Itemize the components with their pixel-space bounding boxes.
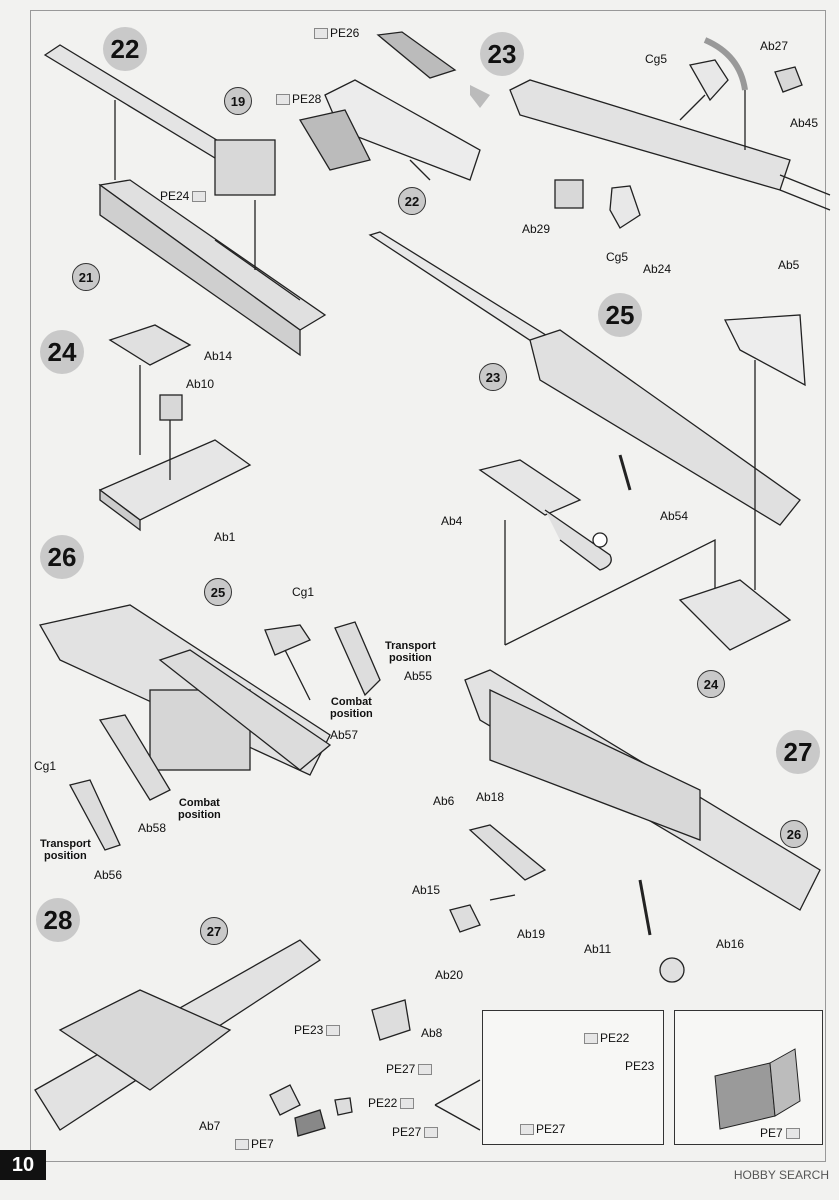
step-number-26: 26 (40, 535, 84, 579)
step-number-22: 22 (103, 27, 147, 71)
photo-etch-icon (192, 191, 207, 203)
watermark: HOBBY SEARCH (733, 1168, 829, 1182)
part-label: PE24 (160, 189, 208, 203)
part-label-text: PE24 (160, 189, 190, 203)
part-label: Cg1 (292, 585, 315, 599)
step22-pe-drawing (298, 31, 481, 181)
part-label: Ab6 (433, 794, 455, 808)
part-label: PE27 (386, 1062, 434, 1076)
photo-etch-icon (235, 1139, 249, 1151)
part-label: Cg5 (606, 250, 629, 264)
part-label: PE7 (235, 1137, 274, 1151)
part-label: Ab19 (517, 927, 546, 941)
part-label: Ab10 (186, 377, 215, 391)
ref-19: 19 (224, 87, 252, 115)
part-label: PE22 (584, 1031, 629, 1045)
photo-etch-icon (326, 1025, 341, 1037)
part-label: PE28 (276, 92, 321, 106)
part-label: Ab18 (476, 790, 505, 804)
ref-24: 24 (697, 670, 725, 698)
part-label: PE27 (520, 1122, 565, 1136)
ref-26: 26 (780, 820, 808, 848)
part-label: Ab14 (204, 349, 233, 363)
part-label: PE26 (314, 26, 359, 40)
part-label-text: PE22 (600, 1031, 630, 1045)
note-combat-position: Combat position (178, 797, 221, 821)
part-label: PE22 (368, 1096, 416, 1110)
ref-25: 25 (204, 578, 232, 606)
step-number-27: 27 (776, 730, 820, 774)
part-label: Ab29 (522, 222, 551, 236)
part-label-text: PE27 (392, 1125, 422, 1139)
part-label: Ab24 (643, 262, 672, 276)
step26-drawing (38, 604, 381, 851)
part-label-text: PE7 (251, 1137, 274, 1151)
part-label: Ab27 (760, 39, 789, 53)
part-label-text: PE26 (330, 26, 360, 40)
part-label: Ab5 (778, 258, 800, 272)
page-number: 10 (0, 1150, 46, 1180)
part-label: Ab7 (199, 1119, 221, 1133)
step23-drawing (470, 37, 831, 229)
step25-drawing (368, 231, 806, 651)
part-label: Ab1 (214, 530, 236, 544)
photo-etch-icon (520, 1124, 534, 1136)
part-label-text: PE28 (292, 92, 322, 106)
part-label: Ab20 (435, 968, 464, 982)
part-label: Ab55 (404, 669, 433, 683)
part-label: Ab45 (790, 116, 819, 130)
photo-etch-icon (276, 94, 290, 106)
part-label: PE23 (294, 1023, 342, 1037)
part-label-text: PE23 (294, 1023, 324, 1037)
note-transport-position: Transport position (385, 640, 436, 664)
note-combat-position: Combat position (330, 696, 373, 720)
step24-drawing (98, 324, 252, 532)
part-label: Ab4 (441, 514, 463, 528)
part-label: Ab15 (412, 883, 441, 897)
part-label-text: PE7 (760, 1126, 783, 1140)
step28-drawing (34, 939, 481, 1137)
step-number-25: 25 (598, 293, 642, 337)
part-label: Ab56 (94, 868, 123, 882)
note-transport-position: Transport position (40, 838, 91, 862)
photo-etch-icon (584, 1033, 598, 1045)
part-label: Cg1 (34, 759, 57, 773)
part-label-text: PE27 (386, 1062, 416, 1076)
part-label-text: PE22 (368, 1096, 398, 1110)
photo-etch-icon (424, 1127, 439, 1139)
part-label: PE7 (760, 1126, 802, 1140)
ref-21: 21 (72, 263, 100, 291)
photo-etch-icon (400, 1098, 415, 1110)
step22-drawing (43, 44, 327, 357)
detail-inset-pe7 (674, 1010, 823, 1145)
part-label: Ab8 (421, 1026, 443, 1040)
part-label-text: PE27 (536, 1122, 566, 1136)
photo-etch-icon (314, 28, 328, 40)
part-label: Cg5 (645, 52, 668, 66)
step-number-23: 23 (480, 32, 524, 76)
ref-27: 27 (200, 917, 228, 945)
photo-etch-icon (785, 1128, 800, 1140)
step27-drawing (449, 669, 821, 983)
page-frame (30, 10, 826, 1162)
part-label: Ab54 (660, 509, 689, 523)
detail-inset-clamp (482, 1010, 664, 1145)
part-label: Ab57 (330, 728, 359, 742)
part-label: Ab11 (584, 942, 612, 956)
pe7-drawing (714, 1048, 801, 1130)
part-label: PE23 (625, 1059, 655, 1073)
part-label: Ab16 (716, 937, 745, 951)
ref-23: 23 (479, 363, 507, 391)
part-label: PE27 (392, 1125, 440, 1139)
step-number-24: 24 (40, 330, 84, 374)
ref-22: 22 (398, 187, 426, 215)
step-number-28: 28 (36, 898, 80, 942)
part-label: Ab58 (138, 821, 167, 835)
photo-etch-icon (418, 1064, 433, 1076)
